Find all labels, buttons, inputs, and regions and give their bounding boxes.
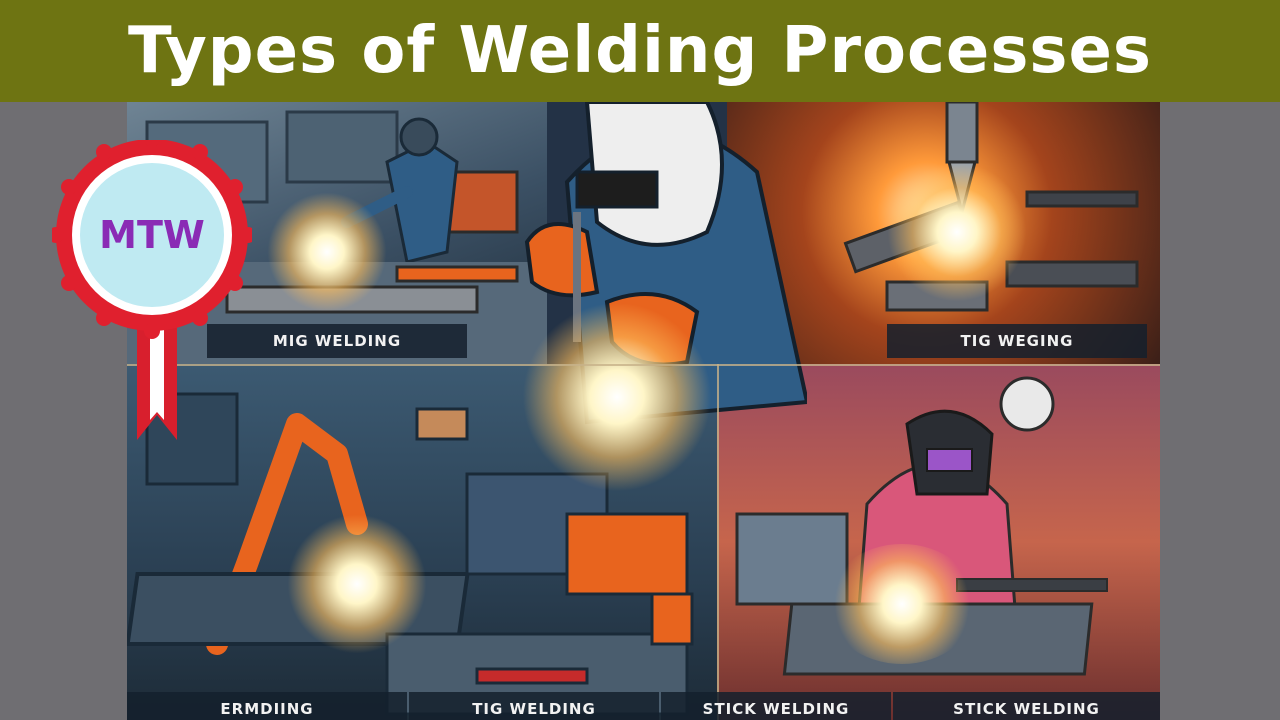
label-ermdiing: ERMDIING <box>127 692 407 720</box>
page-title: Types of Welding Processes <box>128 14 1152 88</box>
spark-glow <box>267 192 387 312</box>
mtw-logo-badge: MTW <box>48 131 256 440</box>
welding-illustration: MIG WELDING TIG WEGING ERMDIING TIG WELD… <box>127 102 1160 720</box>
panel-divider <box>127 364 1160 366</box>
label-tig-weging: TIG WEGING <box>887 324 1147 358</box>
rosette-badge-icon: MTW <box>48 131 256 440</box>
spark-glow <box>287 514 427 654</box>
spark-glow <box>522 302 712 492</box>
label-stick-welding: STICK WELDING <box>661 692 891 720</box>
stick-welding-scene <box>717 364 1160 720</box>
label-tig-welding: TIG WELDING <box>409 692 659 720</box>
panel-divider <box>717 364 719 720</box>
spark-glow <box>827 544 977 664</box>
logo-text: MTW <box>99 213 205 257</box>
label-mig-welding: MIG WELDING <box>207 324 467 358</box>
spark-glow <box>887 162 1027 302</box>
title-bar: Types of Welding Processes <box>0 0 1280 102</box>
tig-welding-scene <box>727 102 1160 364</box>
label-stick-welding: STICK WELDING <box>893 692 1160 720</box>
